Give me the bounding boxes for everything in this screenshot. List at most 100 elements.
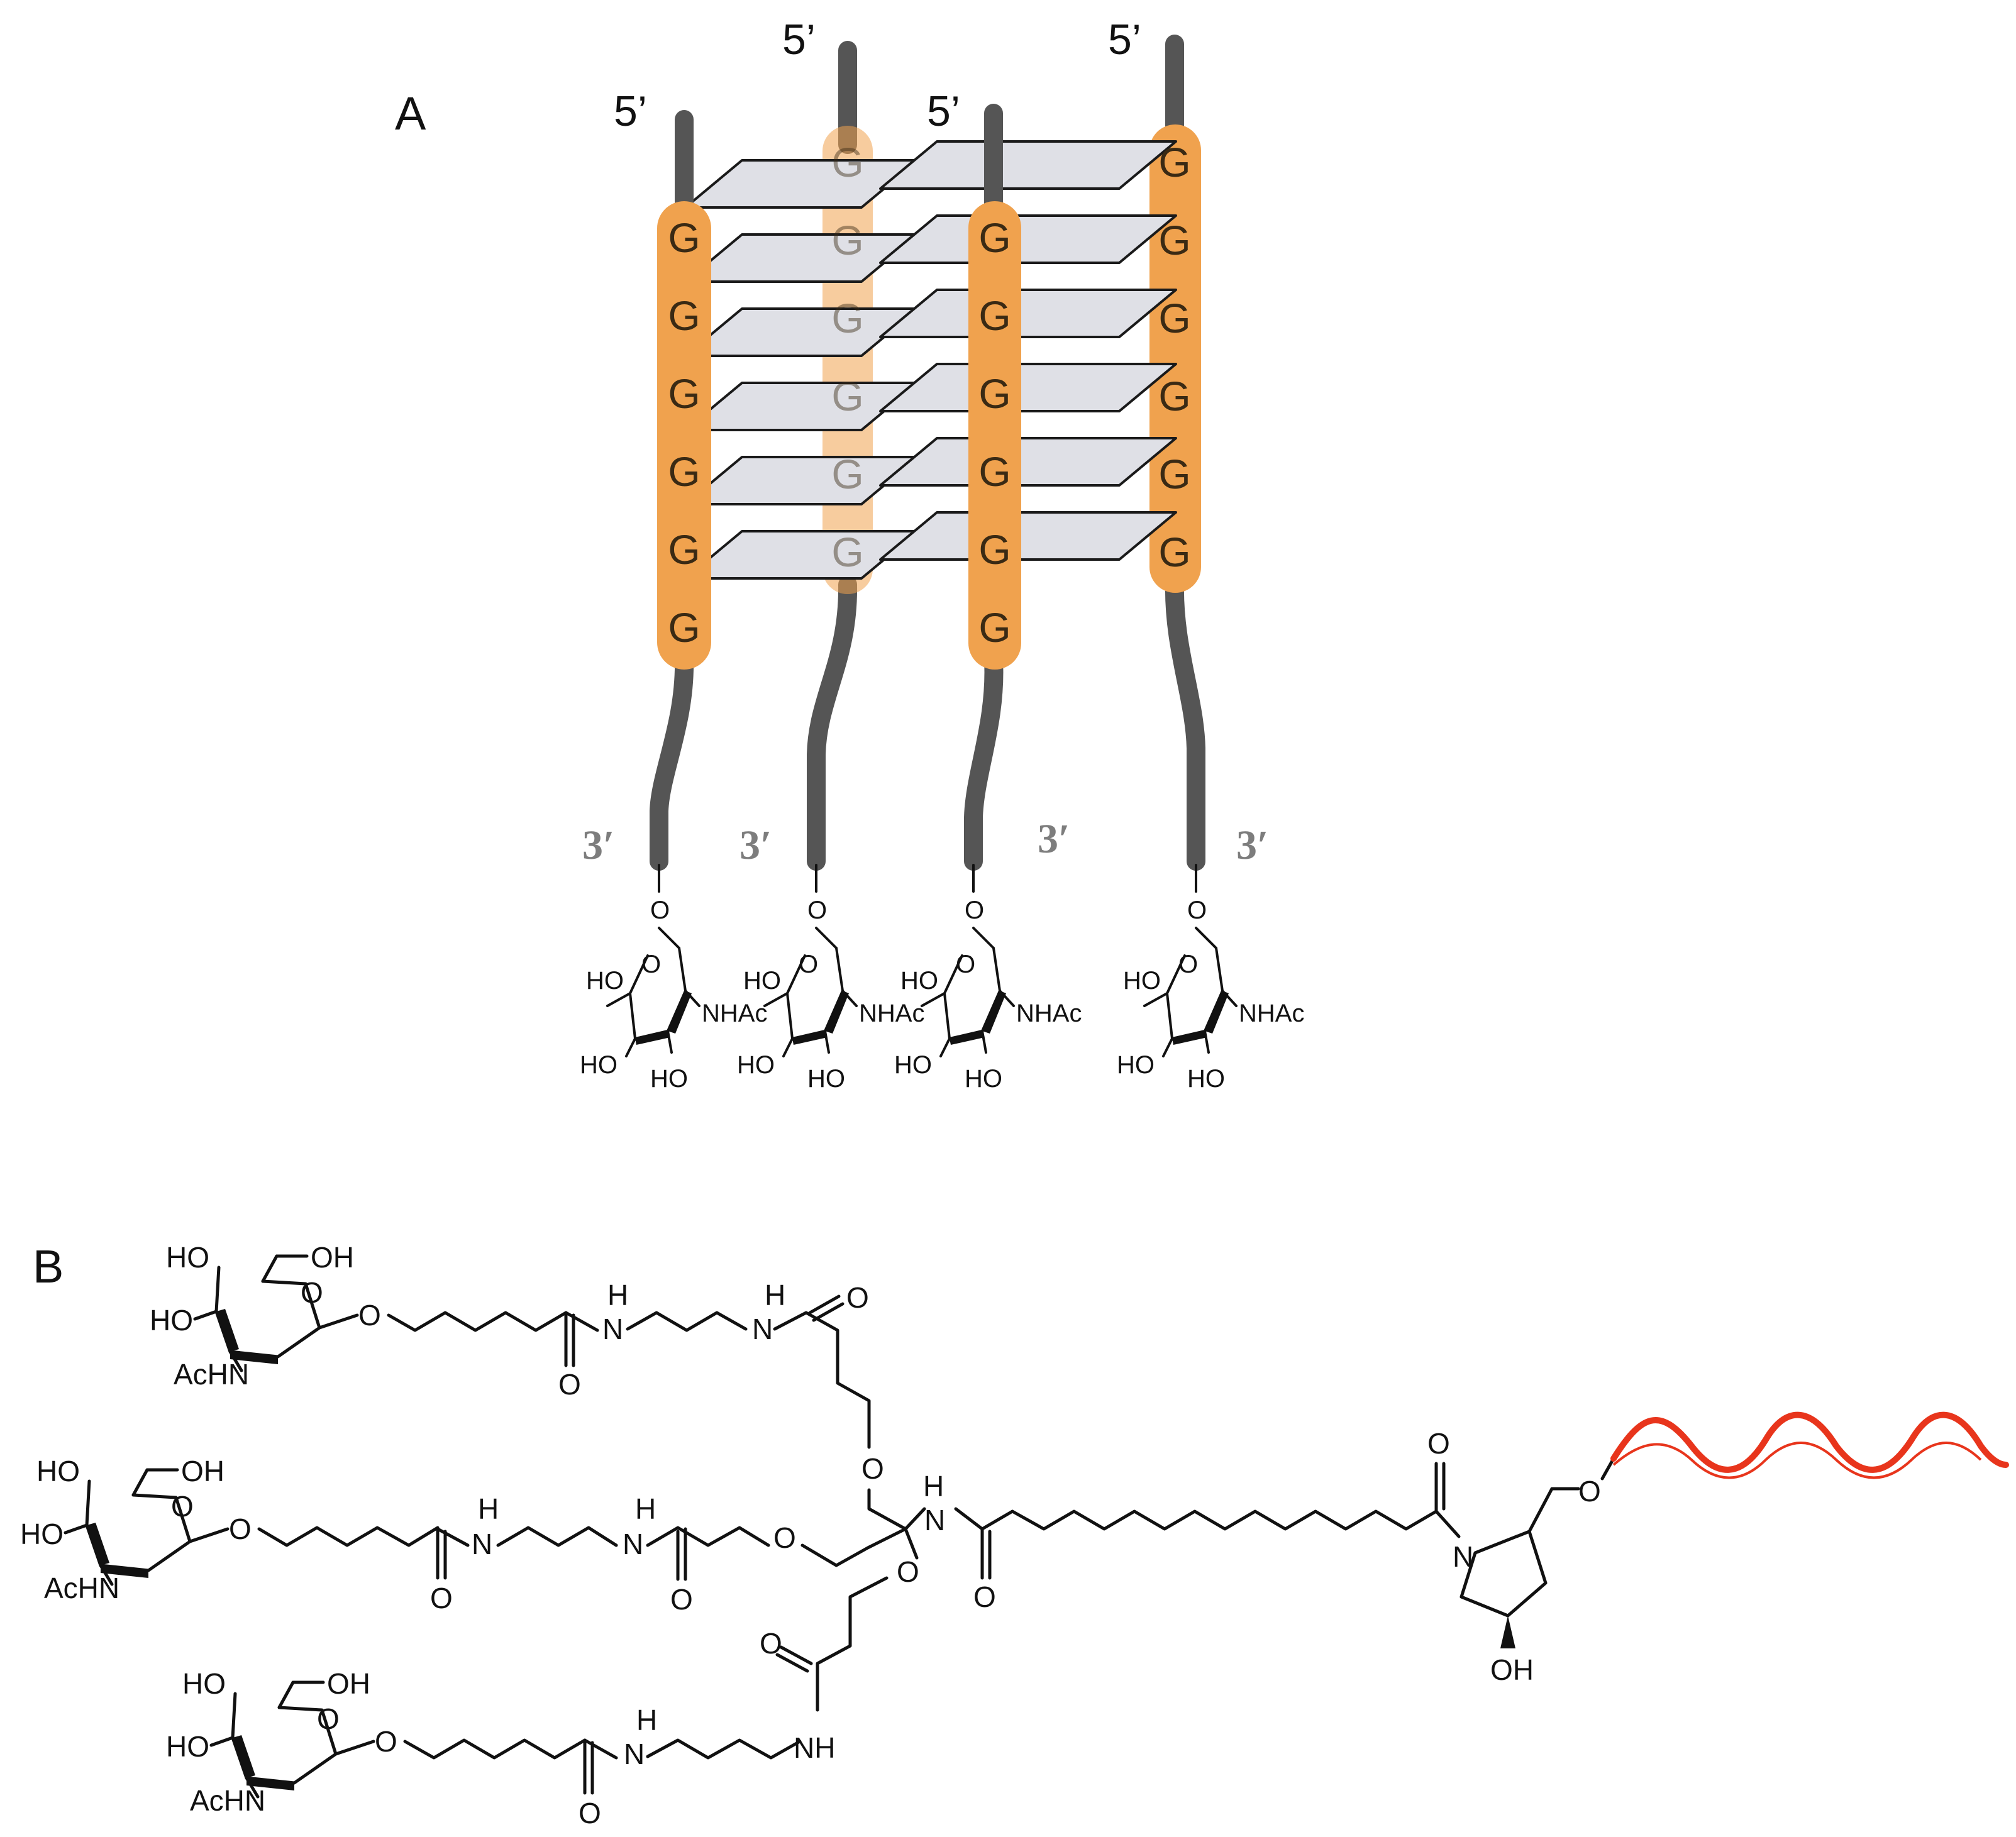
- guanine-base: G: [831, 139, 863, 185]
- amide-h-2a: H: [478, 1492, 499, 1525]
- c5-bond: [131, 1468, 149, 1497]
- wedge-bond: [825, 991, 849, 1034]
- c2-bond: [1221, 990, 1238, 1007]
- hydroxyl-c3: HO: [166, 1730, 209, 1763]
- g-tetrad-planes: [684, 140, 1177, 580]
- ring-oxygen: O: [301, 1276, 323, 1309]
- wedge-bond: [1205, 991, 1229, 1034]
- c2-bond: [99, 1564, 114, 1586]
- glycosidic-oxygen: O: [358, 1299, 381, 1332]
- c4-bond: [214, 1266, 221, 1313]
- linker-oxygen: O: [807, 896, 827, 924]
- hydroxyl-c6: HO: [743, 967, 781, 995]
- hydroxyl-c3: HO: [20, 1518, 64, 1550]
- guanine-base: G: [978, 370, 1011, 417]
- hydroxyl-c4: HO: [166, 1241, 209, 1274]
- core-linker: [904, 1462, 1461, 1580]
- glycosidic-bond: [318, 1313, 359, 1330]
- hydroxyl-c6: OH: [181, 1455, 224, 1487]
- amide-h-3a: H: [636, 1704, 657, 1736]
- c2-bond: [999, 990, 1015, 1007]
- core-h: H: [923, 1470, 944, 1503]
- wedge-bond: [87, 1523, 109, 1565]
- glycosidic-bond: [188, 1527, 230, 1543]
- c6-bond: [606, 992, 631, 1007]
- linker-oxygen: O: [1187, 896, 1207, 924]
- hydroxyl-c4: HO: [182, 1667, 226, 1700]
- hydroxyl-c3: HO: [807, 1065, 845, 1093]
- wedge-bond: [101, 1565, 148, 1578]
- glycosidic-oxygen: O: [229, 1513, 252, 1545]
- glycosidic-oxygen: O: [375, 1725, 397, 1758]
- acetamido: NHAc: [702, 1000, 767, 1027]
- guanine-base: G: [1158, 373, 1190, 419]
- guanine-base: G: [978, 292, 1011, 339]
- anomeric-bond: [1195, 927, 1217, 949]
- panel-label-a: A: [395, 87, 426, 140]
- dna-strand-3: [964, 104, 1021, 871]
- guanine-base: G: [1158, 139, 1190, 185]
- amide-n-1a: N: [602, 1313, 623, 1345]
- c5-bond: [277, 1680, 295, 1709]
- carbonyl-o-1b: O: [846, 1281, 869, 1314]
- guanine-base: G: [978, 526, 1011, 573]
- ring-oxygen: O: [799, 951, 818, 978]
- amide-n-3a: N: [624, 1738, 645, 1770]
- c4-bond: [231, 1692, 237, 1740]
- guanine-column-3: [968, 201, 1021, 670]
- c4-bond: [625, 1037, 636, 1057]
- c2-bond: [245, 1776, 260, 1799]
- glycosidic-bond: [334, 1740, 375, 1756]
- c3-bond: [209, 1736, 235, 1747]
- guanine-base: G: [668, 292, 700, 339]
- acetamido: AcHN: [44, 1572, 119, 1604]
- hydroxyl-c4: HO: [737, 1051, 775, 1079]
- c3-bond: [667, 1030, 673, 1054]
- guanine-base: G: [1158, 295, 1190, 341]
- dna-strand-4: [1149, 35, 1205, 871]
- prolinol-carbonyl-o: O: [1427, 1427, 1450, 1460]
- c3-bond: [1204, 1030, 1210, 1054]
- guanine-base: G: [831, 373, 863, 419]
- carbonyl-o-3a: O: [579, 1797, 601, 1829]
- c3-bond: [824, 1030, 830, 1054]
- dna-strand-1: [650, 110, 711, 871]
- acetamido: NHAc: [859, 1000, 924, 1027]
- wedge-bond: [792, 1031, 828, 1045]
- five-prime-label-4: 5’: [1108, 16, 1141, 63]
- guanine-base: G: [668, 370, 700, 417]
- anomeric-bond: [815, 927, 838, 949]
- arm-3: [403, 1527, 919, 1795]
- panel-a: A 5’ 5’ 5’ 5’: [395, 16, 1304, 1093]
- hydroxyl-c6: HO: [1123, 967, 1161, 995]
- wedge-bond: [950, 1031, 985, 1045]
- hydroxyl-c3: HO: [1187, 1065, 1225, 1093]
- ring-oxygen: O: [641, 951, 661, 978]
- wedge-bond: [246, 1778, 294, 1790]
- carbonyl-o-2a: O: [430, 1582, 453, 1614]
- hydroxyprolinol-ring: [1459, 1487, 1580, 1648]
- guanine-base: G: [1158, 217, 1190, 263]
- hydroxyl-c3: HO: [965, 1065, 1002, 1093]
- wedge-bond: [233, 1735, 255, 1778]
- guanine-column-4: [1149, 124, 1201, 593]
- wedge-bond: [635, 1031, 670, 1045]
- wedge-bond: [982, 991, 1006, 1034]
- amide-n-1b: N: [752, 1313, 773, 1345]
- ring-oxygen: O: [171, 1490, 194, 1523]
- carbonyl-o-1a: O: [558, 1368, 581, 1401]
- amide-h-2b: H: [635, 1492, 656, 1525]
- ring-oxygen: O: [1178, 951, 1198, 978]
- guanine-base: G: [668, 214, 700, 261]
- guanine-base: G: [978, 448, 1011, 495]
- hydroxyl-c3: HO: [150, 1304, 193, 1337]
- anomeric-bond: [972, 927, 995, 949]
- c4-bond: [85, 1479, 91, 1527]
